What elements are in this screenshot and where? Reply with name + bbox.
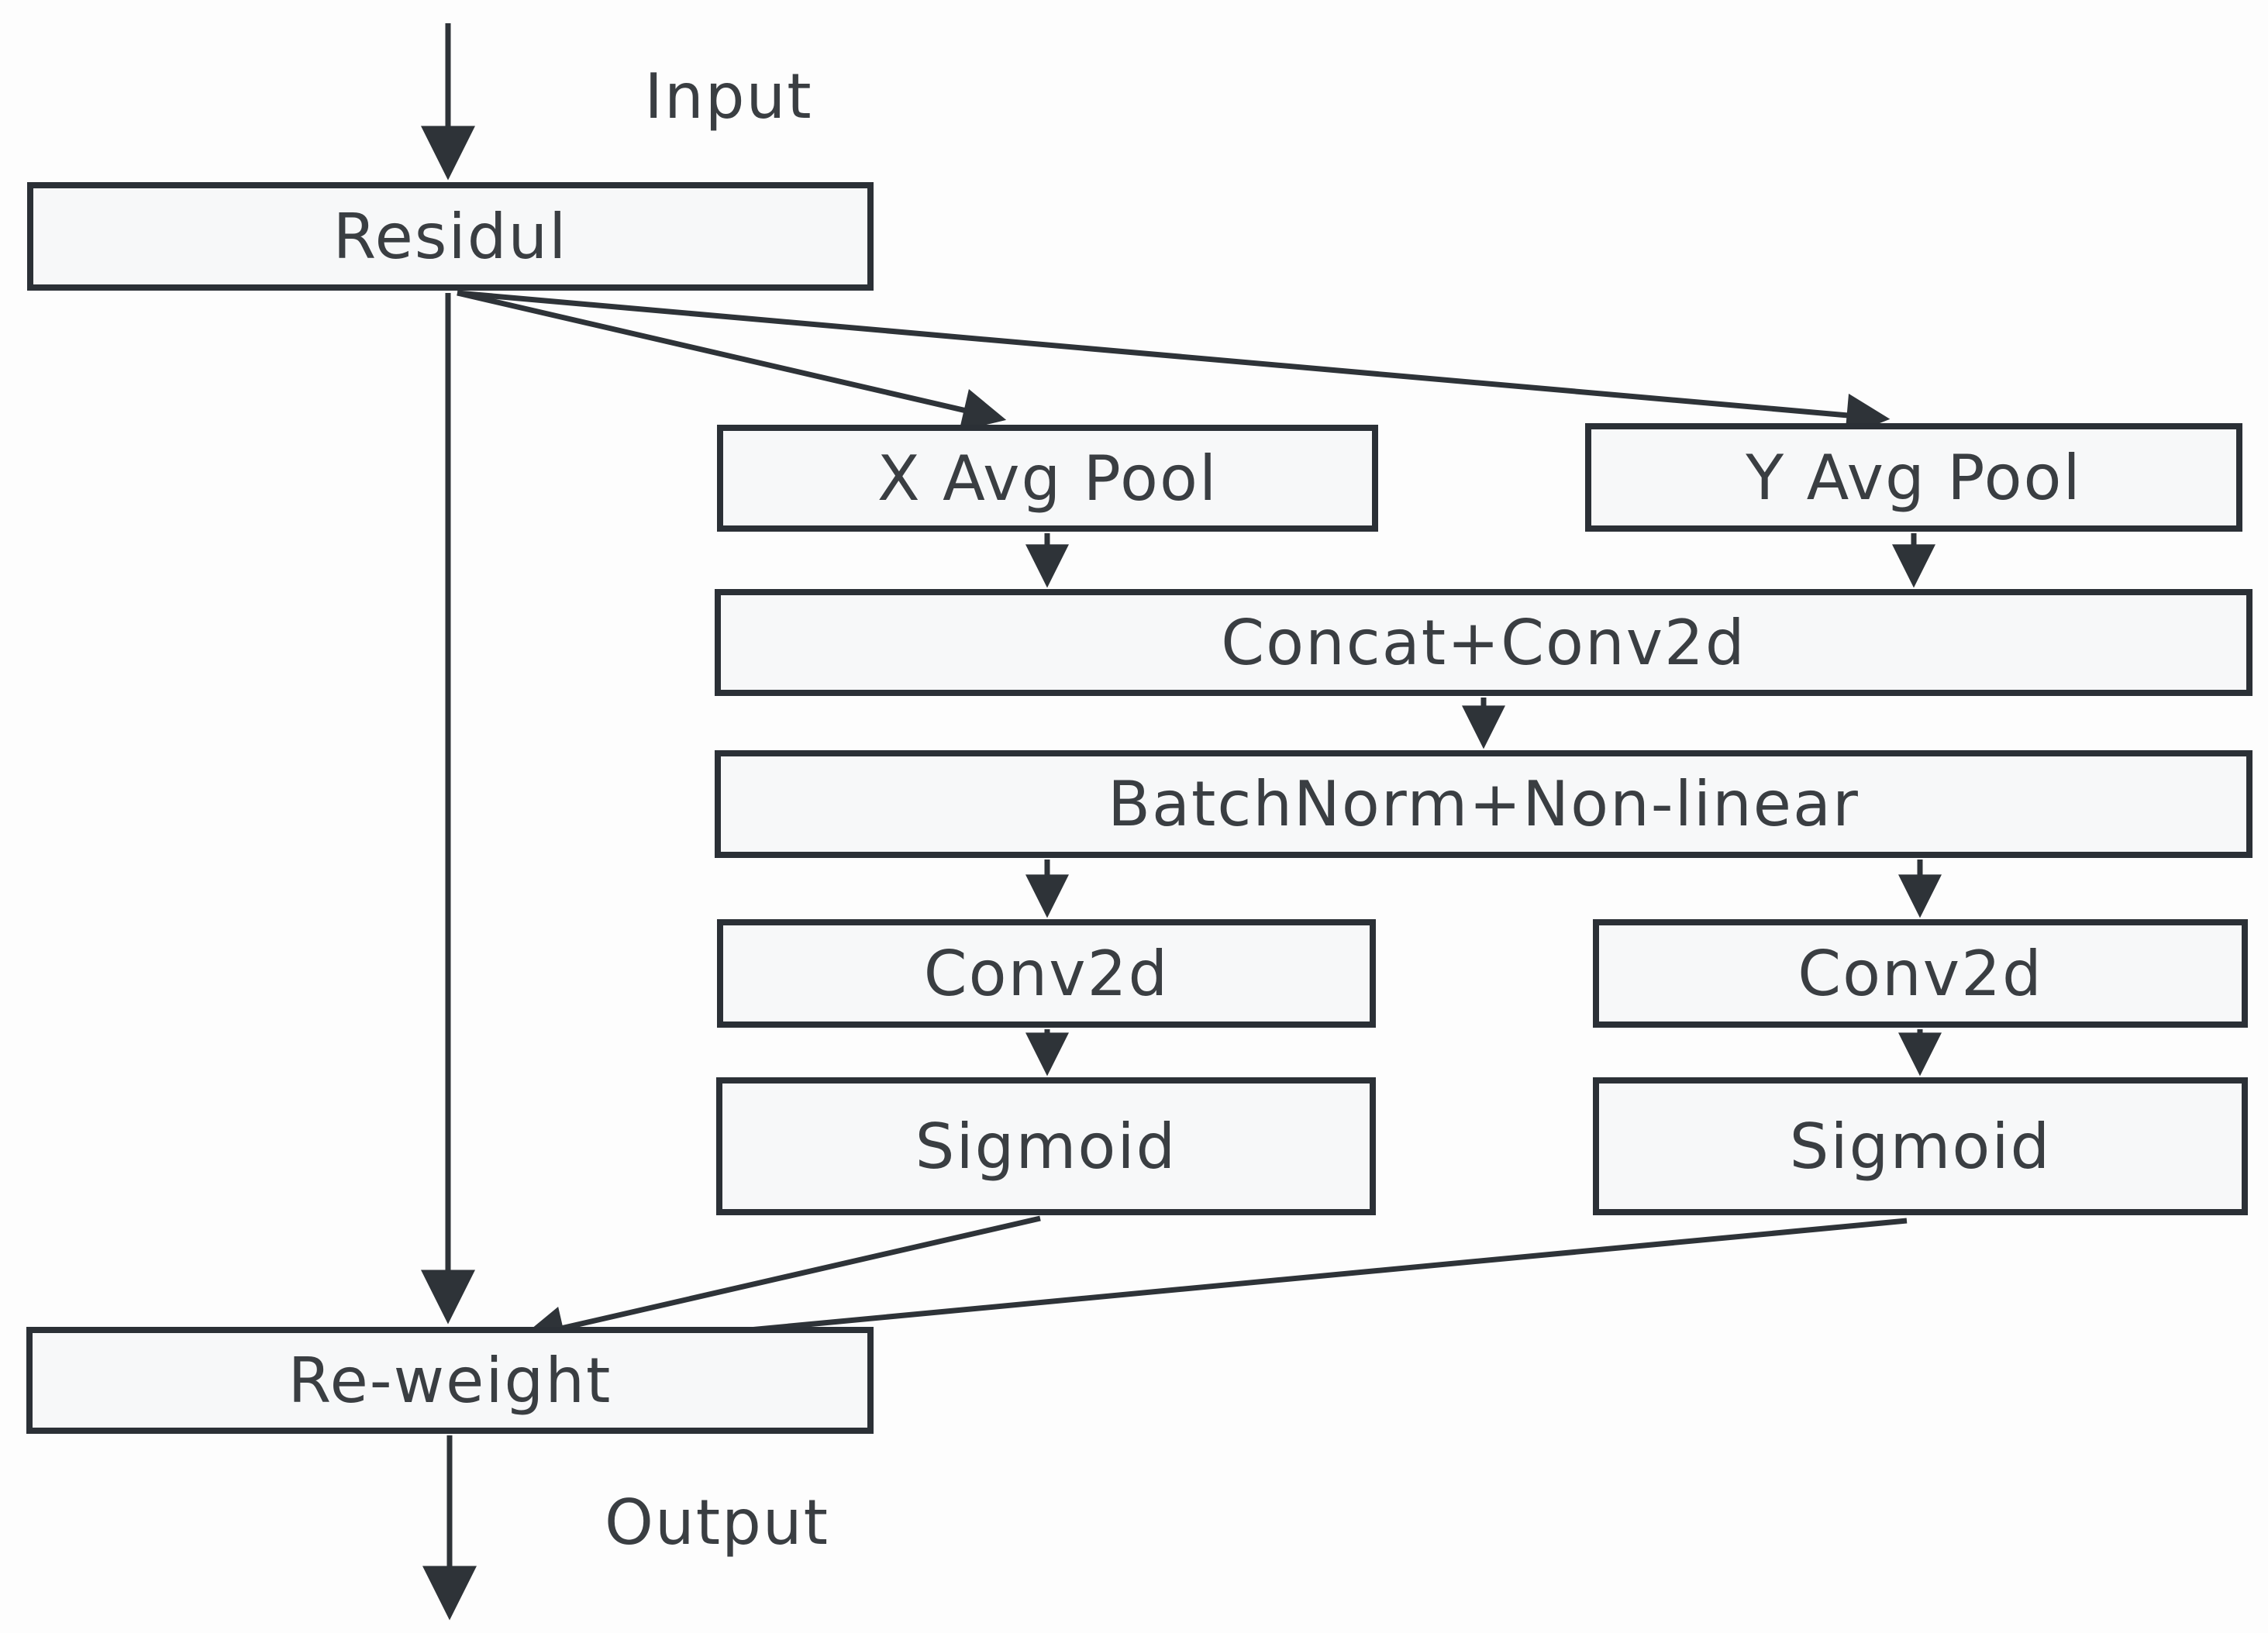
node-conv2d-right-label: Conv2d	[1798, 937, 2043, 1010]
output-label: Output	[605, 1487, 829, 1559]
node-reweight: Re-weight	[26, 1327, 874, 1434]
node-conv2d-left: Conv2d	[717, 919, 1376, 1028]
node-sigmoid-right: Sigmoid	[1593, 1077, 2248, 1215]
edge-sigmoid-left-reweight	[520, 1215, 1041, 1349]
node-residual-label: Residul	[333, 200, 568, 273]
node-y-avg-pool: Y Avg Pool	[1585, 423, 2242, 532]
node-conv2d-right: Conv2d	[1593, 919, 2248, 1028]
node-concat-conv2d-label: Concat+Conv2d	[1221, 606, 1746, 679]
node-batchnorm-nonlinear-label: BatchNorm+Non-linear	[1108, 768, 1860, 840]
node-reweight-label: Re-weight	[288, 1344, 612, 1417]
edge-residual-y-avg-pool	[457, 290, 1891, 437]
node-concat-conv2d: Concat+Conv2d	[715, 589, 2252, 696]
node-sigmoid-right-label: Sigmoid	[1789, 1110, 2052, 1183]
node-y-avg-pool-label: Y Avg Pool	[1746, 441, 2082, 514]
node-conv2d-left-label: Conv2d	[923, 937, 1170, 1010]
input-label: Input	[644, 60, 813, 133]
node-batchnorm-nonlinear: BatchNorm+Non-linear	[715, 750, 2252, 858]
node-residual: Residul	[27, 182, 874, 291]
node-x-avg-pool-label: X Avg Pool	[877, 442, 1218, 515]
node-x-avg-pool: X Avg Pool	[717, 425, 1378, 532]
node-sigmoid-left: Sigmoid	[716, 1077, 1376, 1215]
node-sigmoid-left-label: Sigmoid	[915, 1110, 1177, 1183]
edge-residual-x-avg-pool	[457, 290, 1007, 432]
